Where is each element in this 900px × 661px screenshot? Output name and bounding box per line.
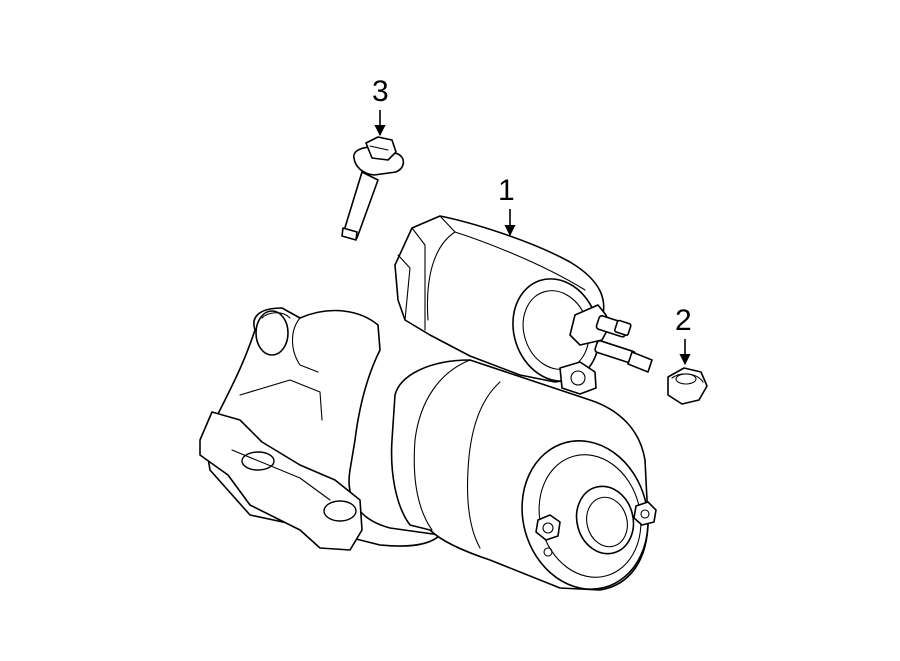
callout-1: 1 <box>498 174 516 237</box>
callout-label-3: 3 <box>372 75 389 108</box>
nut <box>667 367 708 405</box>
mounting-flange <box>199 411 363 551</box>
battery-terminal <box>569 304 632 346</box>
through-bolt-1 <box>535 514 561 541</box>
callout-3: 3 <box>372 75 389 137</box>
flange-hole-2 <box>323 500 357 522</box>
starter-motor <box>199 215 657 591</box>
bolt <box>341 136 405 241</box>
nose-cap <box>255 310 289 356</box>
end-bushing <box>575 485 635 555</box>
s-terminal <box>594 339 653 373</box>
callout-label-1: 1 <box>498 174 515 207</box>
terminal-nut <box>559 361 597 395</box>
through-bolt-2 <box>633 501 657 526</box>
callout-label-2: 2 <box>675 304 692 337</box>
bolt-shank <box>342 171 379 239</box>
callout-2: 2 <box>675 304 692 366</box>
